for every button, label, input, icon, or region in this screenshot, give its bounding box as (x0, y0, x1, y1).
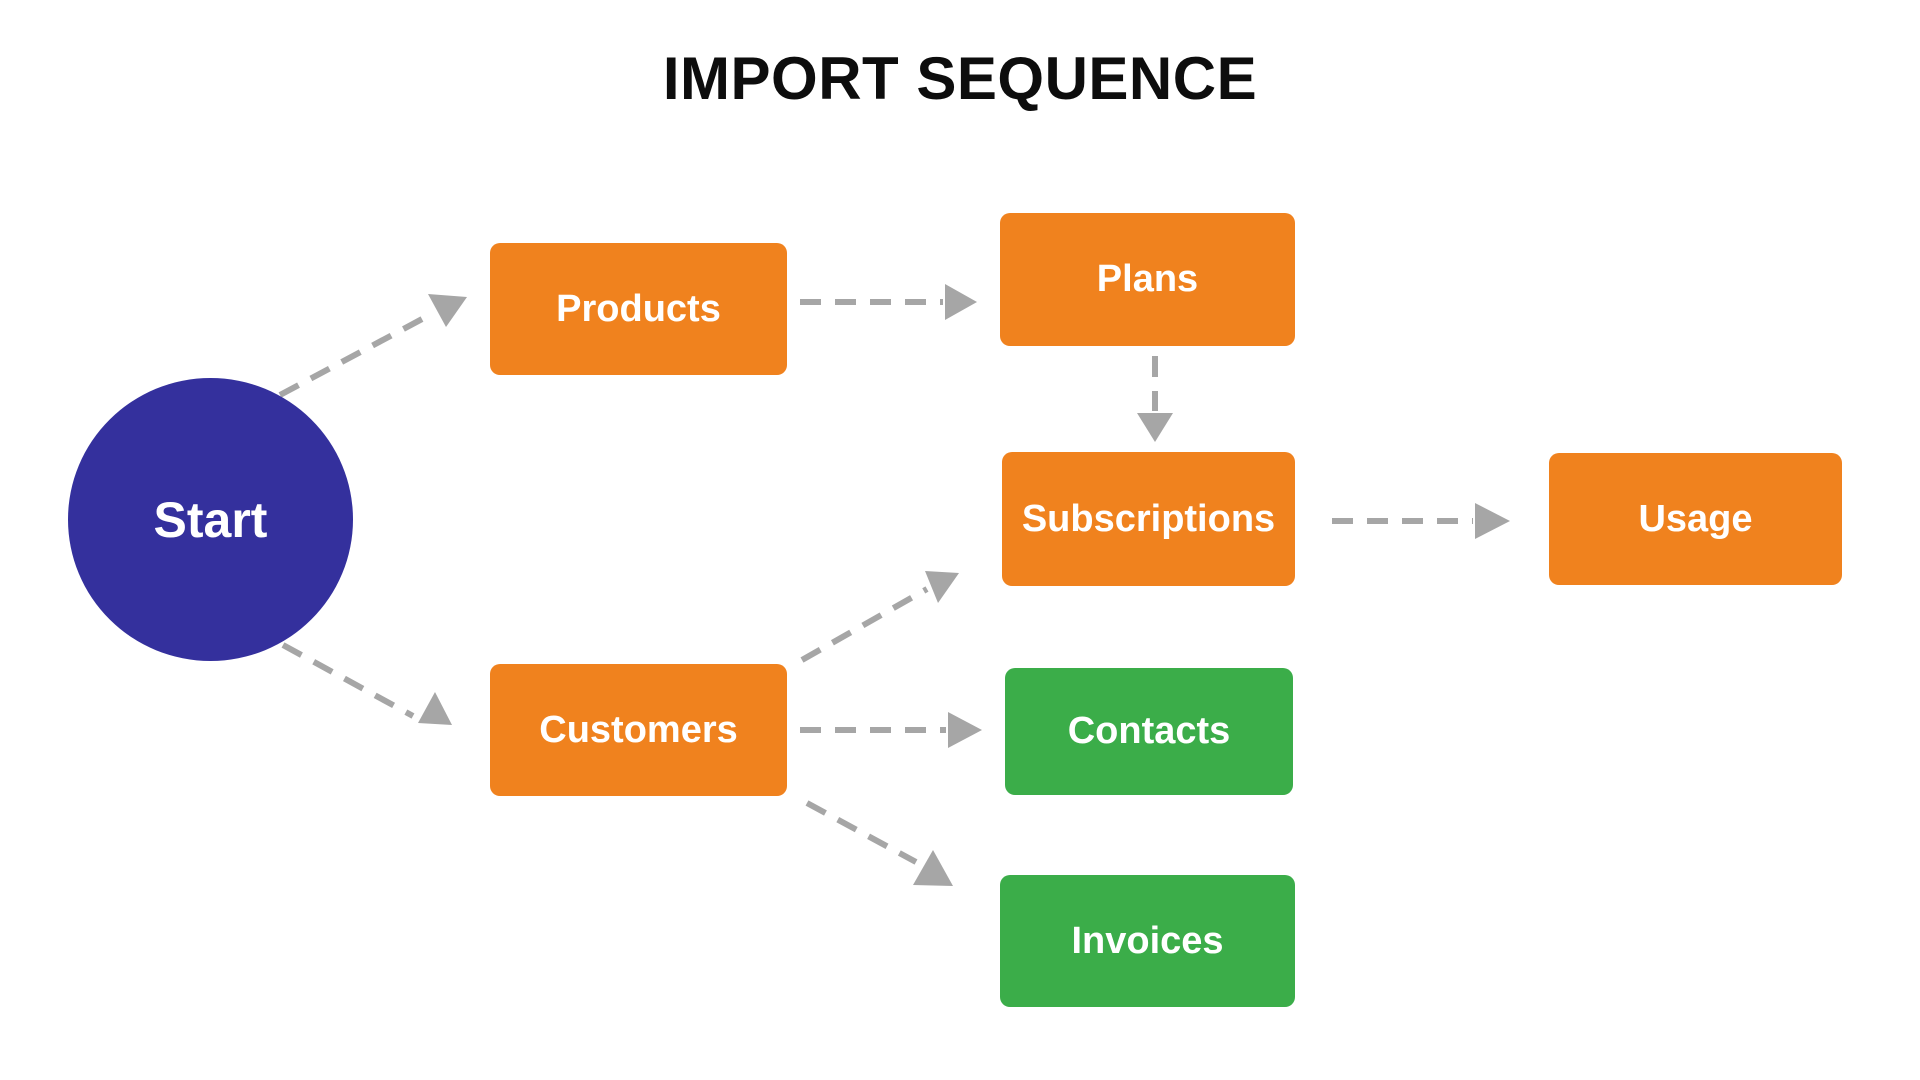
node-contacts: Contacts (1005, 668, 1293, 795)
edge-customers-subscriptions-line (800, 586, 929, 663)
edge-lines-group (278, 299, 1473, 865)
node-subscriptions: Subscriptions (1002, 452, 1295, 586)
node-invoices: Invoices (1000, 875, 1295, 1007)
edge-customers-invoices-line (805, 800, 918, 865)
edge-subscriptions-usage-arrowhead (1475, 503, 1510, 539)
node-start: Start (68, 378, 353, 661)
node-products-label: Products (556, 287, 721, 330)
edge-start-products-arrowhead (428, 294, 467, 327)
edge-start-products-line (278, 315, 426, 398)
node-plans-label: Plans (1096, 258, 1199, 300)
node-products: Products (490, 243, 787, 375)
node-plans: Plans (1000, 213, 1295, 346)
diagram-title: IMPORT SEQUENCE (662, 45, 1258, 112)
node-customers: Customers (490, 664, 787, 796)
node-usage-label: Usage (1638, 497, 1753, 540)
node-customers-label: Customers (539, 708, 738, 751)
edge-start-customers-arrowhead (418, 692, 452, 725)
edge-products-plans-arrowhead (945, 284, 977, 320)
edge-customers-contacts-arrowhead (948, 712, 982, 748)
node-invoices-label: Invoices (1071, 919, 1224, 962)
node-contacts-label: Contacts (1067, 710, 1231, 752)
edge-start-customers-line (281, 642, 415, 719)
edge-customers-invoices-arrowhead (913, 850, 953, 886)
node-subscriptions-label: Subscriptions (1021, 497, 1276, 540)
edge-arrowheads-group (418, 284, 1510, 886)
node-usage: Usage (1549, 453, 1842, 585)
edge-customers-subscriptions-arrowhead (925, 571, 959, 603)
edge-plans-subscriptions-arrowhead (1137, 413, 1173, 442)
node-start-label: Start (153, 491, 268, 548)
